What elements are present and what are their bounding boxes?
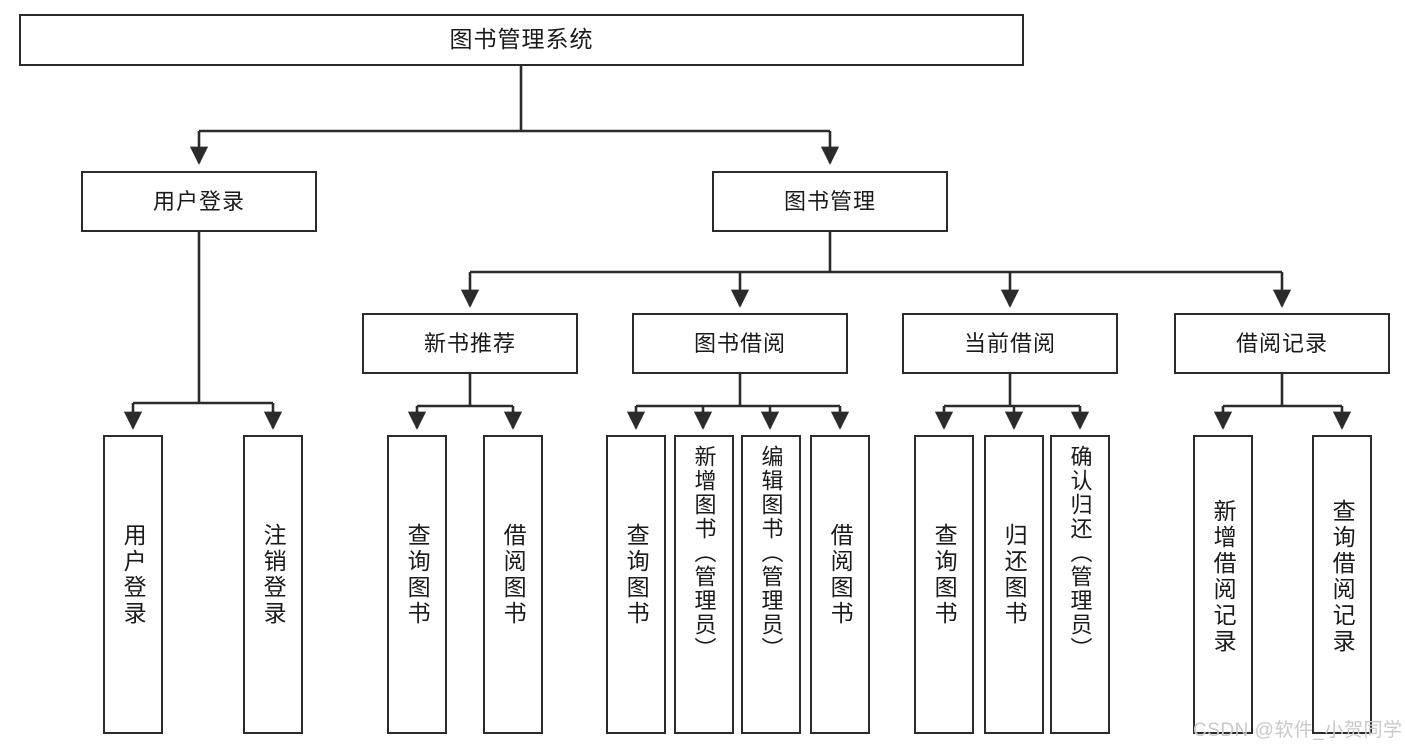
- node-label: 编辑图书（管理员）: [758, 445, 784, 661]
- node-root-system[interactable]: 图书管理系统: [19, 14, 1024, 66]
- node-book-borrow[interactable]: 图书借阅: [632, 313, 848, 374]
- node-label: 图书管理: [783, 188, 876, 214]
- node-label: 用户登录: [152, 188, 245, 214]
- node-label: 新书推荐: [423, 330, 516, 356]
- leaf-newbook-borrow[interactable]: 借阅图书: [483, 435, 543, 734]
- node-borrow-records[interactable]: 借阅记录: [1174, 313, 1390, 374]
- node-label: 图书借阅: [693, 330, 786, 356]
- node-label: 用户登录: [120, 523, 147, 627]
- node-label: 查询图书: [623, 523, 650, 627]
- node-label: 借阅图书: [500, 523, 527, 627]
- watermark: CSDN @软件_小贺同学: [1193, 720, 1403, 741]
- node-label: 图书管理系统: [449, 26, 594, 53]
- leaf-current-return[interactable]: 归还图书: [984, 435, 1044, 734]
- node-new-book-recommend[interactable]: 新书推荐: [362, 313, 578, 374]
- node-book-management[interactable]: 图书管理: [712, 171, 948, 232]
- node-label: 新增借阅记录: [1210, 499, 1237, 655]
- leaf-records-query[interactable]: 查询借阅记录: [1312, 435, 1372, 734]
- leaf-borrow-query[interactable]: 查询图书: [606, 435, 666, 734]
- node-label: 新增图书（管理员）: [691, 445, 717, 661]
- leaf-current-confirm-return[interactable]: 确认归还（管理员）: [1050, 435, 1110, 734]
- node-current-borrow[interactable]: 当前借阅: [902, 313, 1118, 374]
- leaf-user-logout[interactable]: 注销登录: [243, 435, 303, 734]
- leaf-borrow-edit-book[interactable]: 编辑图书（管理员）: [741, 435, 801, 734]
- leaf-newbook-query[interactable]: 查询图书: [387, 435, 447, 734]
- node-label: 查询图书: [931, 523, 958, 627]
- node-label: 查询借阅记录: [1329, 499, 1356, 655]
- node-label: 当前借阅: [963, 330, 1056, 356]
- node-label: 注销登录: [260, 523, 287, 627]
- leaf-records-add[interactable]: 新增借阅记录: [1193, 435, 1253, 734]
- leaf-borrow-borrow-book[interactable]: 借阅图书: [810, 435, 870, 734]
- node-label: 归还图书: [1001, 523, 1028, 627]
- node-label: 借阅图书: [827, 523, 854, 627]
- node-label: 查询图书: [404, 523, 431, 627]
- leaf-current-query[interactable]: 查询图书: [914, 435, 974, 734]
- node-label: 借阅记录: [1235, 330, 1328, 356]
- leaf-user-login[interactable]: 用户登录: [103, 435, 163, 734]
- node-label: 确认归还（管理员）: [1067, 445, 1093, 661]
- leaf-borrow-add-book[interactable]: 新增图书（管理员）: [674, 435, 734, 734]
- node-user-login[interactable]: 用户登录: [81, 171, 317, 232]
